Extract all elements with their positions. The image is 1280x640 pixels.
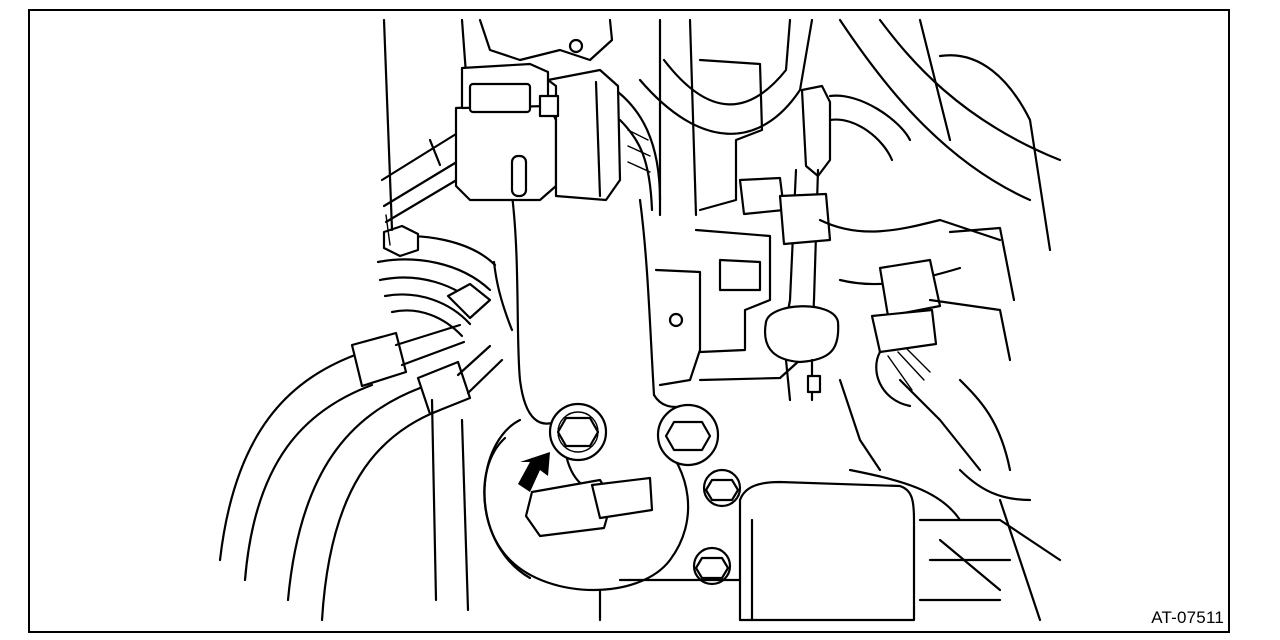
pipe-center <box>638 18 912 402</box>
right-pipes <box>818 18 1062 522</box>
main-bracket <box>483 193 692 591</box>
mounting-bolt <box>548 402 608 462</box>
hex-bolts-right <box>656 403 742 586</box>
hoses-left <box>218 323 504 622</box>
boot-assembly <box>376 224 497 338</box>
connector-top <box>454 18 662 212</box>
lower-right-housing <box>598 468 1062 622</box>
figure-frame <box>28 9 1230 633</box>
arrow-indicator <box>518 452 550 492</box>
figure-code-label: AT-07511 <box>1151 608 1224 627</box>
